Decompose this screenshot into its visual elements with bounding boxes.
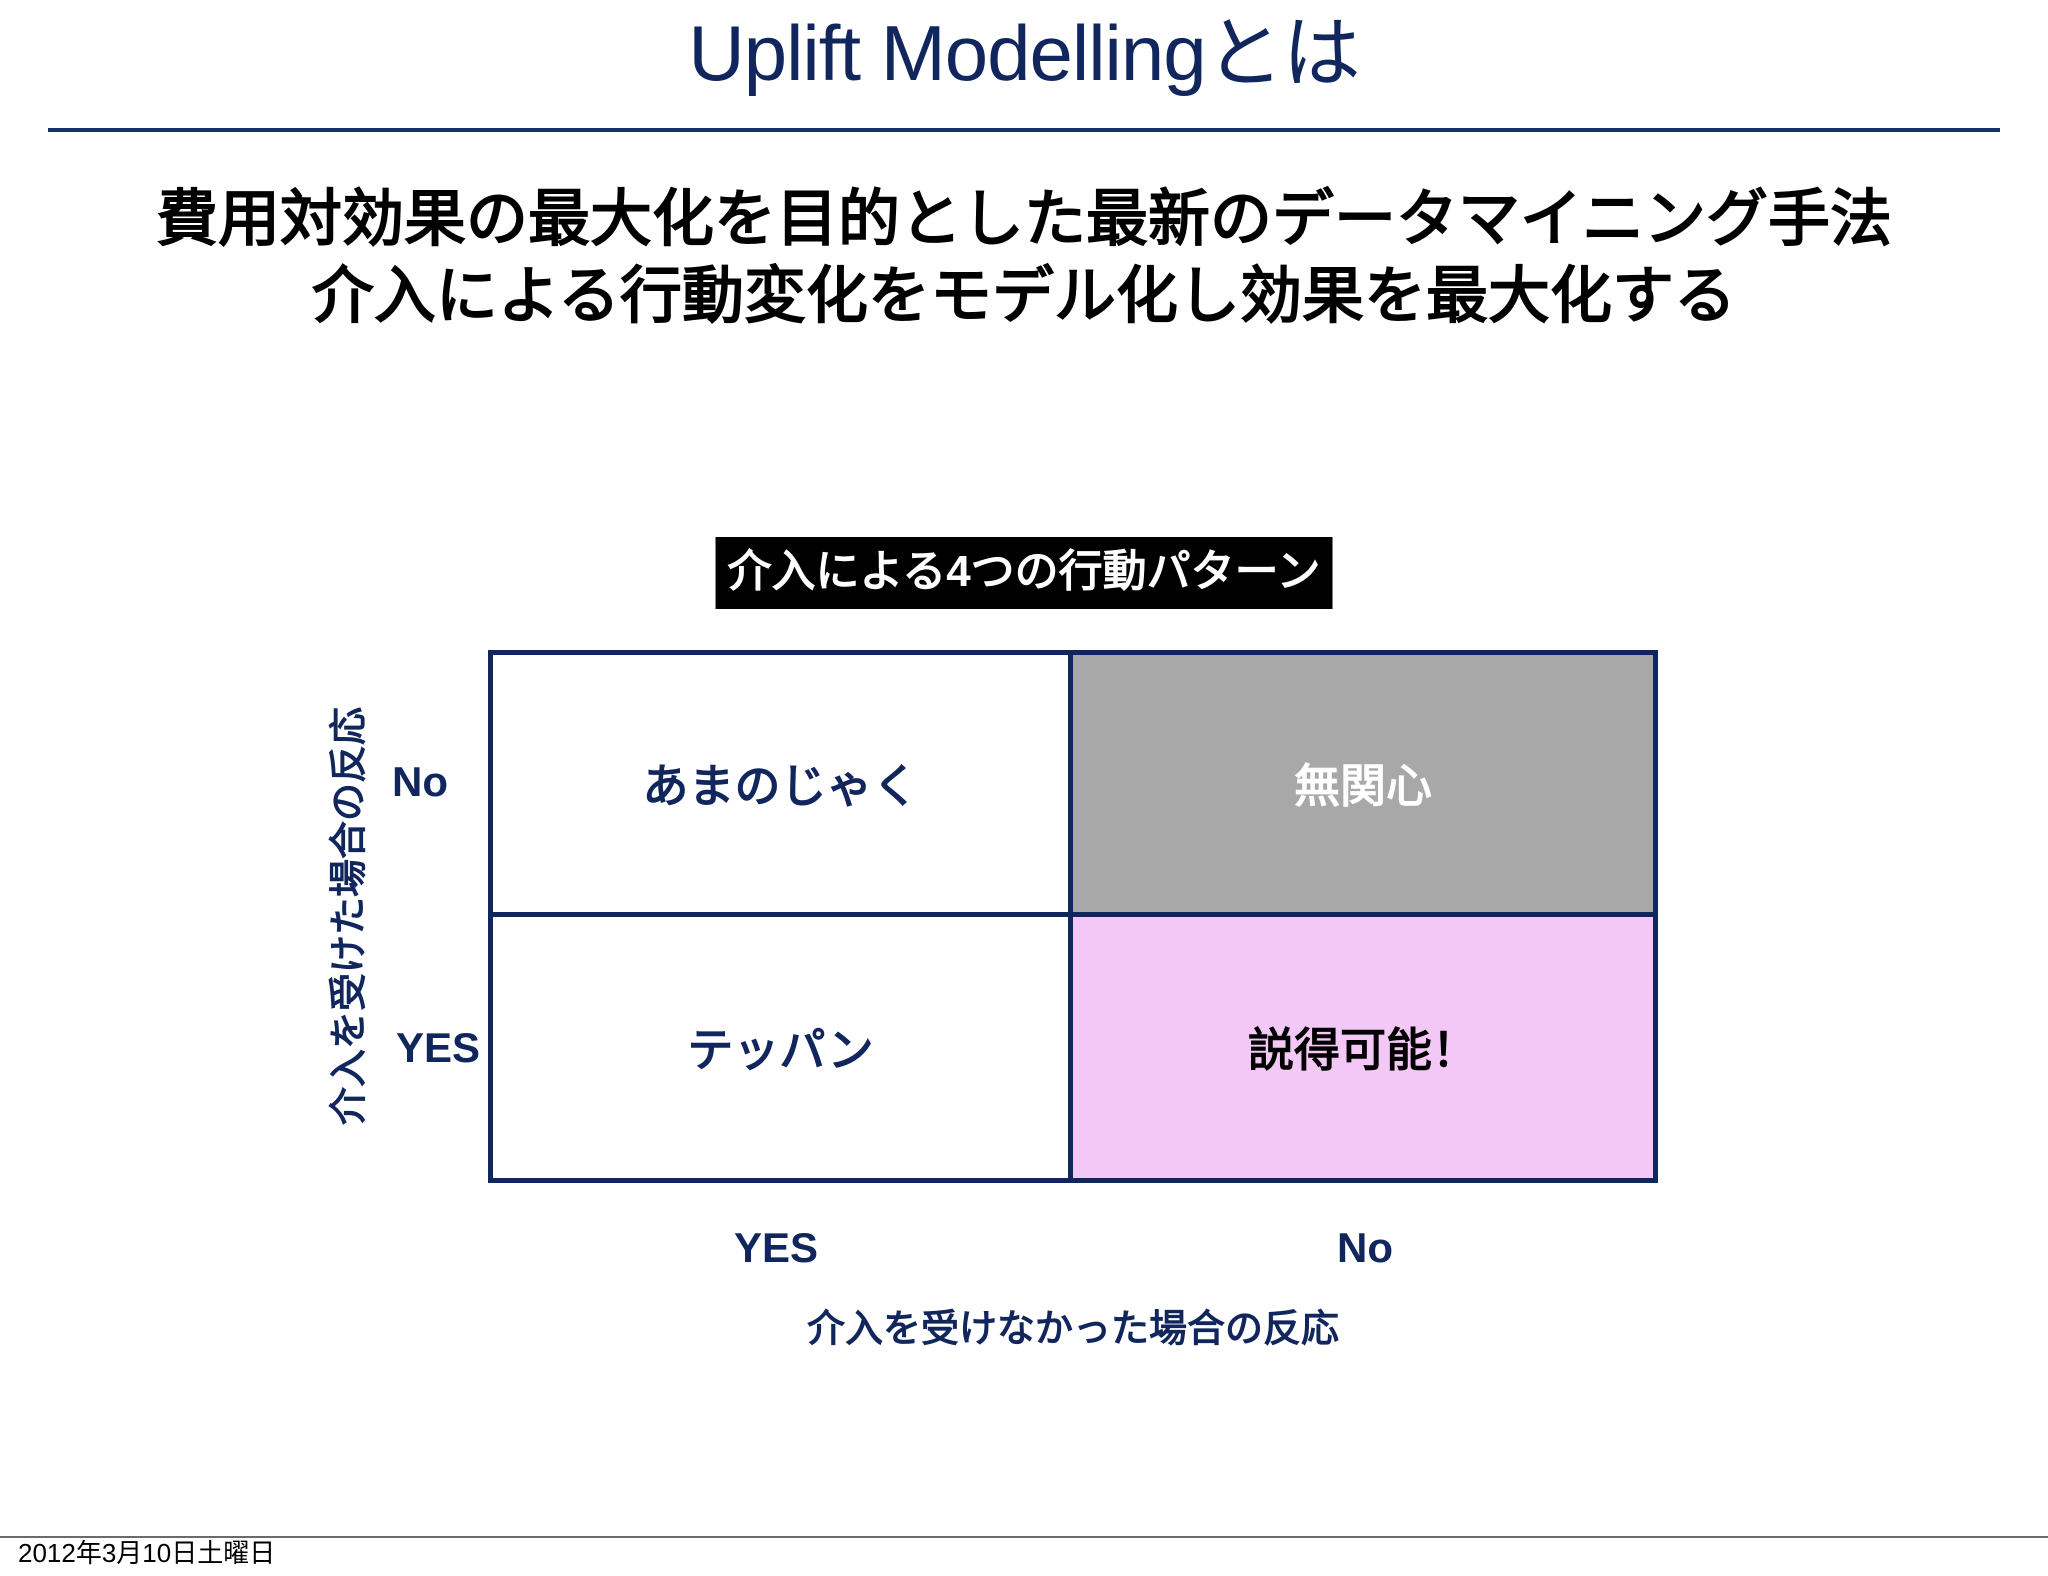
matrix-cell-teppan: テッパン — [493, 916, 1073, 1178]
matrix-cell-label: テッパン — [687, 1024, 874, 1077]
page-title: Uplift Modellingとは — [688, 9, 1360, 97]
lead-line-2: 介入による行動変化をモデル化し効果を最大化する — [311, 261, 1737, 331]
y-axis-title: 介入を受けた場合の反応 — [328, 706, 371, 1126]
footer-divider — [0, 1536, 2048, 1538]
matrix-cell-amanojaku: あまのじゃく — [493, 655, 1073, 917]
x-axis-tick-no: No — [1337, 1224, 1393, 1271]
y-axis-tick-no: No — [392, 758, 448, 805]
lead-line-1: 費用対効果の最大化を目的とした最新のデータマイニング手法 — [155, 185, 1892, 254]
figure-caption: 介入による4つの行動パターン — [715, 537, 1333, 609]
matrix-cell-mukanshin: 無関心 — [1073, 655, 1653, 917]
matrix-cell-settoku: 説得可能！ — [1073, 916, 1653, 1178]
matrix-cell-label: あまのじゃく — [642, 760, 919, 813]
x-axis-title: 介入を受けなかった場合の反応 — [806, 1308, 1340, 1351]
matrix-cell-label: 説得可能！ — [1248, 1024, 1478, 1077]
y-axis-tick-yes: YES — [395, 1024, 481, 1071]
footer-date: 2012年3月10日土曜日 — [18, 1538, 276, 1568]
x-axis-tick-yes: YES — [733, 1224, 819, 1271]
matrix-cell-label: 無関心 — [1294, 760, 1432, 813]
behavior-pattern-matrix: あまのじゃく 無関心 テッパン 説得可能！ — [488, 650, 1658, 1183]
title-divider — [48, 128, 2000, 132]
lead-paragraph: 費用対効果の最大化を目的とした最新のデータマイニング手法 介入による行動変化をモ… — [0, 182, 2048, 336]
